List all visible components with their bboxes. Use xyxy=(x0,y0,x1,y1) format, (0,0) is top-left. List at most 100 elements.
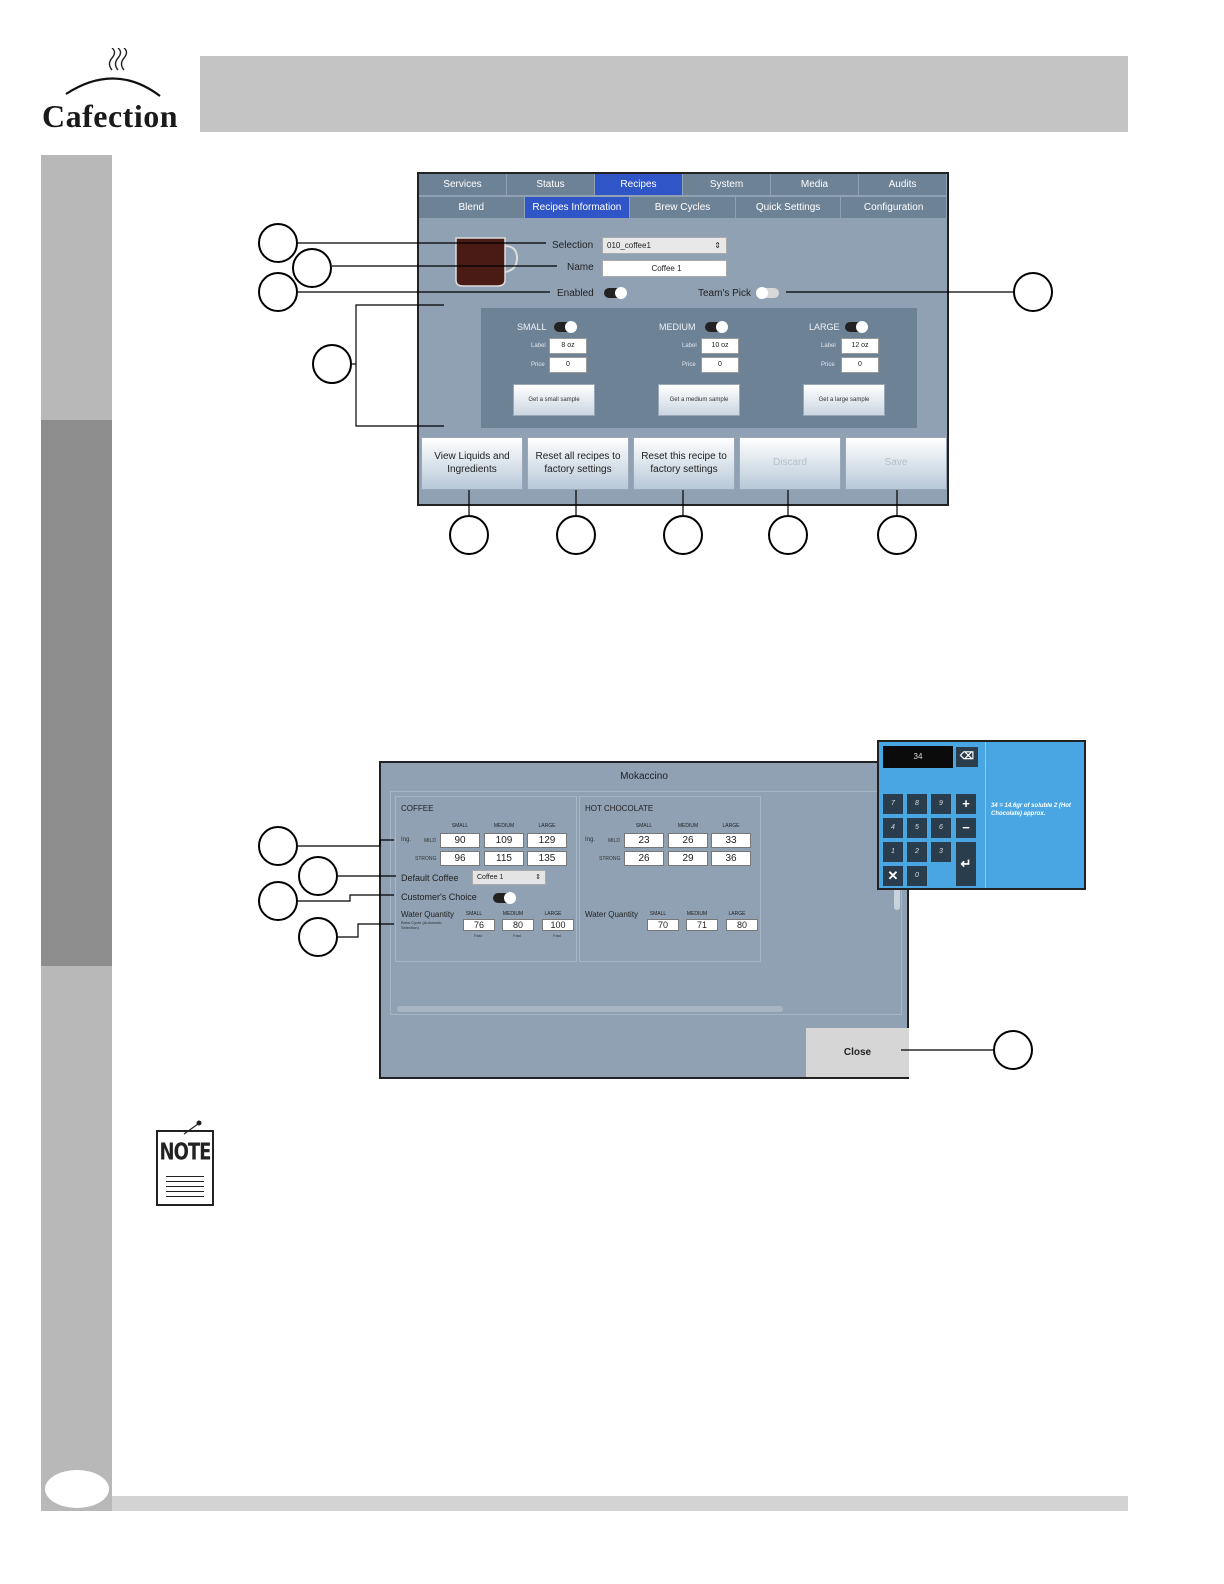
col-medium: MEDIUM xyxy=(502,911,524,917)
coffee-strong-large[interactable]: 135 xyxy=(527,851,567,866)
size-large-label-field[interactable]: 12 oz xyxy=(841,338,879,354)
size-large-price-field[interactable]: 0 xyxy=(841,357,879,373)
choc-water-large[interactable]: 80 xyxy=(726,919,758,931)
coffee-mild-small[interactable]: 90 xyxy=(440,833,480,848)
callout-marker xyxy=(1013,272,1053,312)
choc-mild-medium[interactable]: 26 xyxy=(668,833,708,848)
reset-this-button[interactable]: Reset this recipe to factory settings xyxy=(633,437,735,490)
selection-value: 010_coffee1 xyxy=(607,241,651,250)
callout-marker xyxy=(556,515,596,555)
size-large-label-caption: Label xyxy=(821,343,836,349)
reset-all-button[interactable]: Reset all recipes to factory settings xyxy=(527,437,629,490)
ingredients-panel: COFFEE SMALL MEDIUM LARGE Ing. MILD 90 1… xyxy=(390,791,902,1015)
medium-sample-button[interactable]: Get a medium sample xyxy=(658,384,740,416)
size-large-price-caption: Price xyxy=(821,362,835,368)
key-0[interactable]: 0 xyxy=(907,866,927,886)
enabled-toggle[interactable] xyxy=(604,287,627,299)
page-number-oval xyxy=(45,1470,109,1508)
choc-water-small[interactable]: 70 xyxy=(647,919,679,931)
cafection-logo-icon xyxy=(65,48,161,97)
coffee-mild-medium[interactable]: 109 xyxy=(484,833,524,848)
size-medium-label-field[interactable]: 10 oz xyxy=(701,338,739,354)
recipe-ingredients-screen: Mokaccino COFFEE SMALL MEDIUM LARGE Ing.… xyxy=(379,761,909,1079)
col-small: SMALL xyxy=(465,911,483,917)
size-large-toggle[interactable] xyxy=(845,321,868,333)
recipe-title: Mokaccino xyxy=(620,771,668,782)
key-5[interactable]: 5 xyxy=(907,818,927,838)
size-small-label-field[interactable]: 8 oz xyxy=(549,338,587,354)
key-1[interactable]: 1 xyxy=(883,842,903,862)
coffee-water-medium[interactable]: 80 xyxy=(502,919,534,931)
view-liquids-button[interactable]: View Liquids and Ingredients xyxy=(421,437,523,490)
size-medium-toggle[interactable] xyxy=(705,321,728,333)
ing-label: Ing. xyxy=(585,837,596,843)
tab-quick-settings[interactable]: Quick Settings xyxy=(735,197,842,219)
key-8[interactable]: 8 xyxy=(907,794,927,814)
pin-icon xyxy=(183,1120,202,1135)
default-coffee-dropdown[interactable]: Coffee 1 ⇕ xyxy=(472,870,546,885)
vertical-scrollbar[interactable] xyxy=(894,888,900,910)
callout-marker xyxy=(258,223,298,263)
water-quantity-label: Water Quantity xyxy=(401,910,455,919)
chevron-updown-icon: ⇕ xyxy=(714,241,721,250)
tab-audits[interactable]: Audits xyxy=(859,174,947,196)
choc-strong-small[interactable]: 26 xyxy=(624,851,664,866)
callout-marker xyxy=(877,515,917,555)
coffee-strong-medium[interactable]: 115 xyxy=(484,851,524,866)
choc-mild-small[interactable]: 23 xyxy=(624,833,664,848)
footer-bar xyxy=(112,1496,1128,1511)
name-input[interactable]: Coffee 1 xyxy=(602,260,727,277)
large-sample-button[interactable]: Get a large sample xyxy=(803,384,885,416)
coffee-mild-large[interactable]: 129 xyxy=(527,833,567,848)
choc-water-medium[interactable]: 71 xyxy=(686,919,718,931)
selection-dropdown[interactable]: 010_coffee1 ⇕ xyxy=(602,237,727,254)
tab-recipes[interactable]: Recipes xyxy=(595,174,683,196)
teams-pick-toggle[interactable] xyxy=(756,287,779,299)
clear-icon[interactable]: ✕ xyxy=(883,866,903,886)
col-large: LARGE xyxy=(728,911,746,917)
choc-strong-large[interactable]: 36 xyxy=(711,851,751,866)
tab-configuration[interactable]: Configuration xyxy=(841,197,947,219)
size-small-toggle[interactable] xyxy=(554,321,577,333)
backspace-icon[interactable]: ⌫ xyxy=(956,747,978,767)
close-button[interactable]: Close xyxy=(806,1028,909,1077)
coffee-water-large[interactable]: 100 xyxy=(542,919,574,931)
enter-icon[interactable]: ↵ xyxy=(956,842,976,886)
ing-label: Ing. xyxy=(401,837,412,843)
key-2[interactable]: 2 xyxy=(907,842,927,862)
col-small: SMALL xyxy=(649,911,667,917)
customers-choice-toggle[interactable] xyxy=(493,892,516,904)
brew-cycle-note: Brew Cycle (Automatic Selection) xyxy=(401,920,442,930)
tab-status[interactable]: Status xyxy=(507,174,595,196)
size-small-price-field[interactable]: 0 xyxy=(549,357,587,373)
tab-blend[interactable]: Blend xyxy=(419,197,525,219)
tab-brew-cycles[interactable]: Brew Cycles xyxy=(630,197,736,219)
horizontal-scrollbar[interactable] xyxy=(397,1006,783,1012)
coffee-water-small[interactable]: 76 xyxy=(463,919,495,931)
choc-mild-large[interactable]: 33 xyxy=(711,833,751,848)
key-4[interactable]: 4 xyxy=(883,818,903,838)
key-7[interactable]: 7 xyxy=(883,794,903,814)
minus-icon[interactable]: − xyxy=(956,818,976,838)
cycle-large: Fast xyxy=(553,933,561,938)
tab-recipes-information[interactable]: Recipes Information xyxy=(524,197,631,219)
default-coffee-value: Coffee 1 xyxy=(477,874,504,881)
coffee-strong-small[interactable]: 96 xyxy=(440,851,480,866)
key-6[interactable]: 6 xyxy=(931,818,951,838)
key-3[interactable]: 3 xyxy=(931,842,951,862)
tab-services[interactable]: Services xyxy=(419,174,507,196)
tab-system[interactable]: System xyxy=(683,174,771,196)
col-medium: MEDIUM xyxy=(677,823,699,829)
small-sample-button[interactable]: Get a small sample xyxy=(513,384,595,416)
choc-strong-medium[interactable]: 29 xyxy=(668,851,708,866)
name-label: Name xyxy=(567,262,594,273)
discard-button[interactable]: Discard xyxy=(739,437,841,490)
plus-icon[interactable]: + xyxy=(956,794,976,814)
size-medium-price-field[interactable]: 0 xyxy=(701,357,739,373)
callout-leaders-top xyxy=(298,242,1014,515)
customers-choice-label: Customer's Choice xyxy=(401,892,477,902)
chevron-updown-icon: ⇕ xyxy=(535,874,541,881)
save-button[interactable]: Save xyxy=(845,437,947,490)
tab-media[interactable]: Media xyxy=(771,174,859,196)
key-9[interactable]: 9 xyxy=(931,794,951,814)
